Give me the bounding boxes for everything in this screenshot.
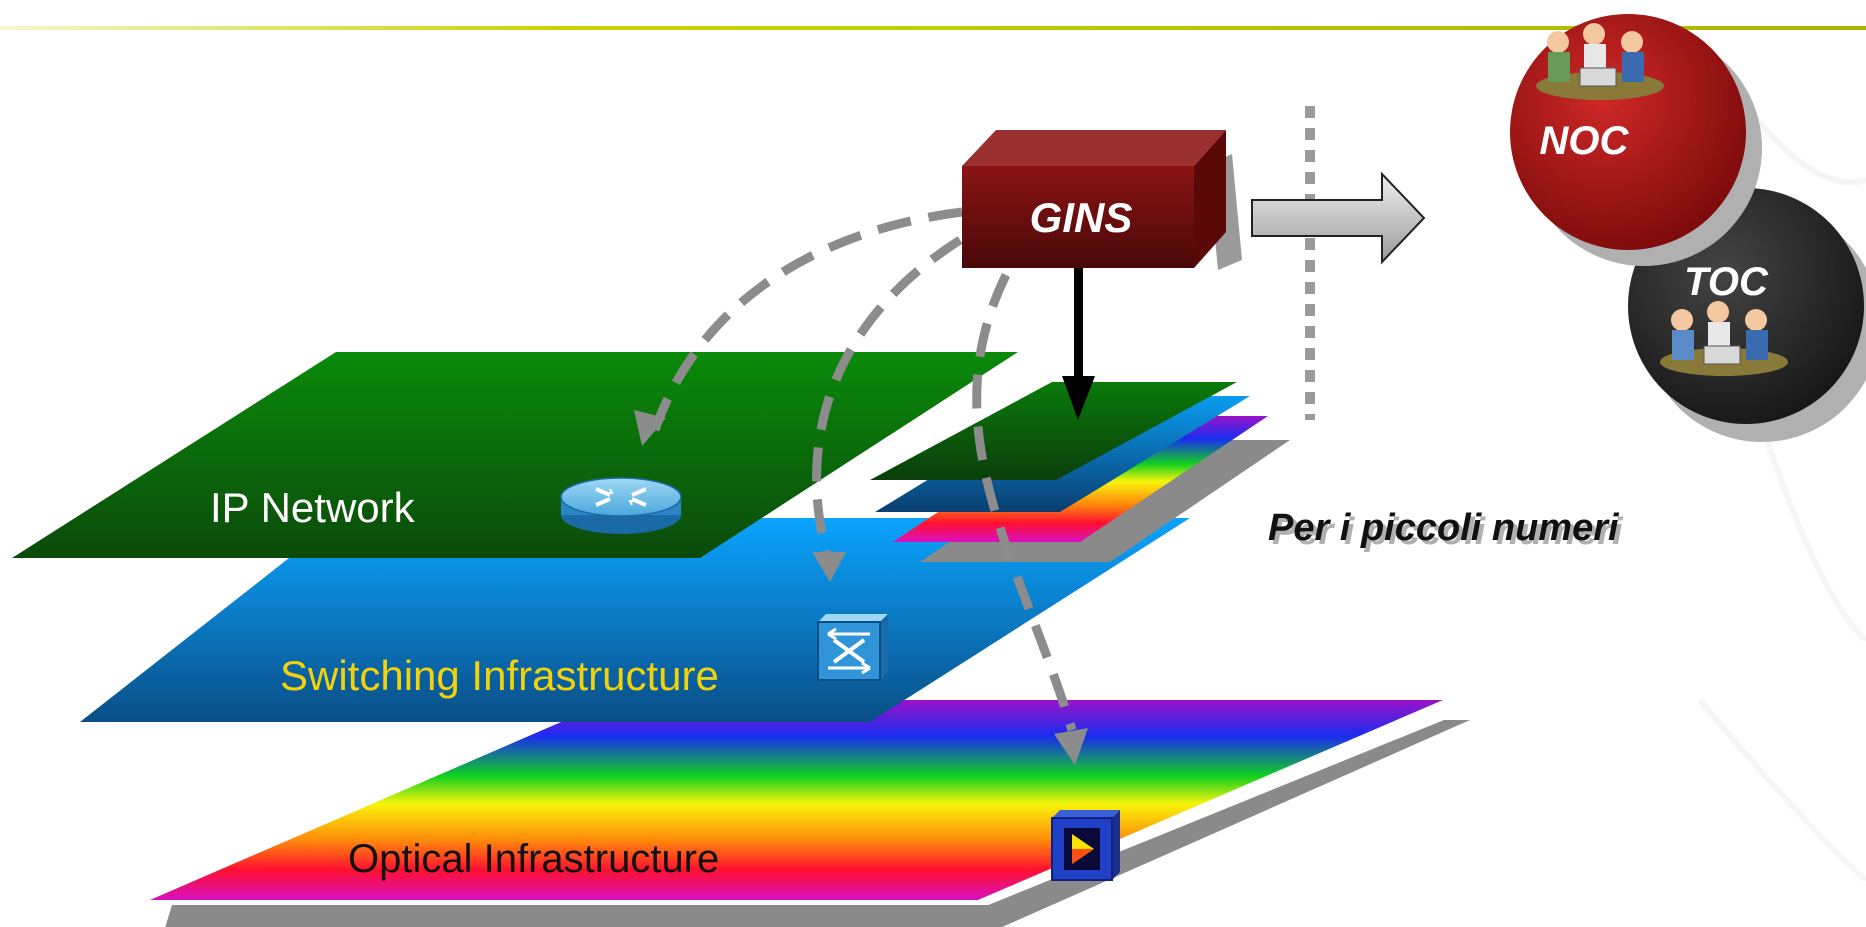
gins-box-front bbox=[962, 166, 1194, 268]
gins-box-top bbox=[962, 130, 1226, 166]
router-icon bbox=[560, 477, 682, 534]
toc-label: TOC bbox=[1684, 260, 1769, 304]
gins-to-noc-arrow bbox=[1251, 171, 1426, 265]
mini-green-layer bbox=[870, 382, 1237, 480]
optical-layer-plane bbox=[150, 700, 1443, 900]
mini-layer-stack bbox=[870, 382, 1290, 562]
ip-network-layer-label: IP Network bbox=[210, 484, 416, 531]
switch-icon bbox=[817, 614, 888, 681]
dashed-arrows bbox=[650, 207, 1077, 732]
noc-label: NOC bbox=[1540, 119, 1630, 163]
toc-circle: TOC bbox=[1628, 188, 1866, 442]
note-text-shadow: Per i piccoli numeri bbox=[1272, 511, 1624, 553]
arrowhead-switching bbox=[812, 552, 846, 582]
people-icon bbox=[1660, 301, 1788, 376]
switching-layer-plane bbox=[80, 518, 1190, 722]
gins-down-arrow bbox=[1062, 268, 1095, 420]
note-text: Per i piccoli numeri bbox=[1268, 507, 1620, 549]
dashed-arrow-to-switching bbox=[812, 236, 963, 562]
dashed-arrow-to-optical bbox=[972, 273, 1077, 732]
people-icon bbox=[1536, 23, 1664, 100]
ip-network-layer: IP Network bbox=[12, 352, 1018, 558]
header-rule bbox=[0, 26, 1866, 30]
optical-device-icon bbox=[1051, 810, 1120, 881]
switching-layer-label: Switching Infrastructure bbox=[280, 652, 719, 699]
ip-network-layer-plane bbox=[12, 352, 1018, 558]
gins-label: GINS bbox=[1030, 194, 1133, 241]
gins-box: GINS bbox=[962, 130, 1242, 270]
dashed-arrow-to-ip bbox=[650, 207, 963, 432]
dashed-arrow-heads bbox=[634, 410, 1088, 765]
optical-layer-shadow-base bbox=[165, 720, 1470, 927]
arrowhead-optical bbox=[1054, 728, 1088, 765]
noc-circle: NOC bbox=[1510, 14, 1762, 266]
optical-layer-label: Optical Infrastructure bbox=[348, 837, 719, 881]
switching-layer: Switching Infrastructure bbox=[80, 518, 1190, 722]
arrowhead-ip bbox=[634, 410, 666, 446]
gins-box-side bbox=[1194, 130, 1226, 268]
optical-layer: Optical Infrastructure bbox=[150, 700, 1470, 927]
